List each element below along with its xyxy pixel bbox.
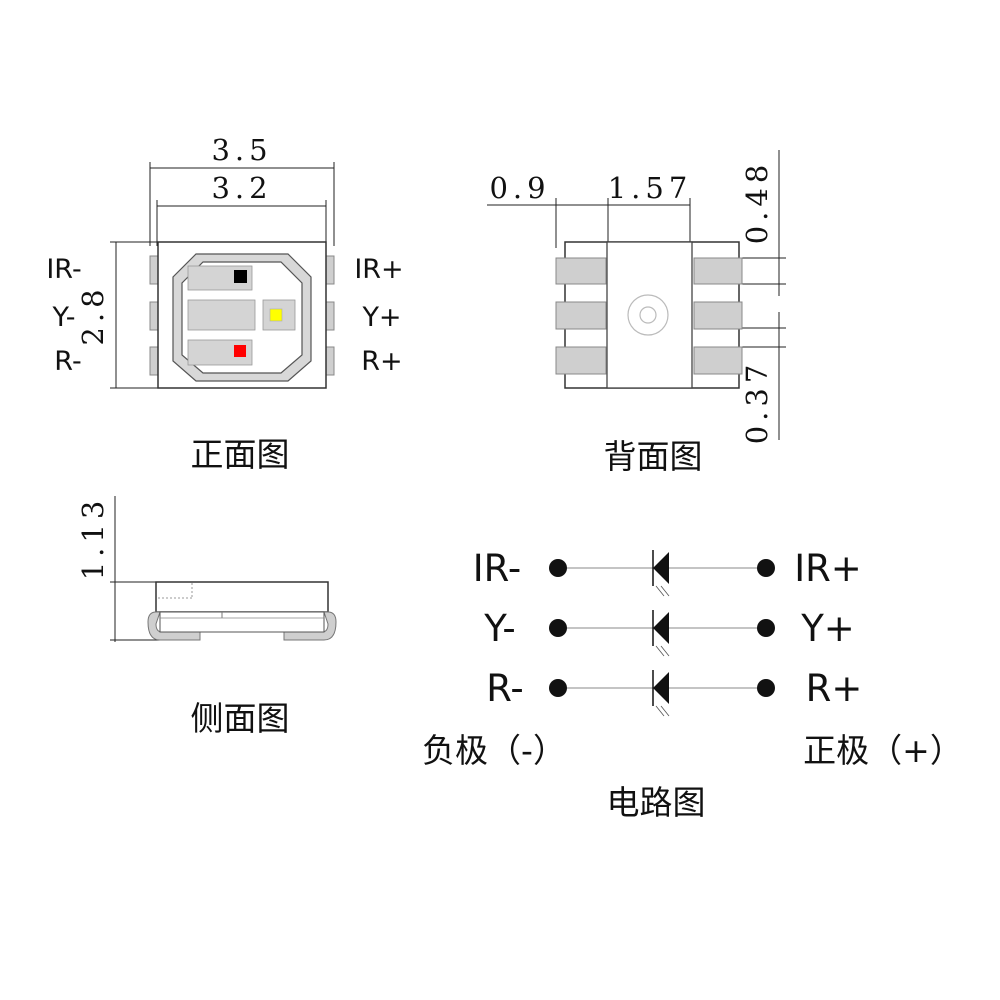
back-center-width-label: 1.57 [608, 171, 693, 205]
front-height-label: 2.8 [76, 284, 110, 345]
front-inner-width-dimension: 3.2 [156, 171, 327, 246]
circuit-terminal-y-pos [757, 619, 775, 637]
back-pad-left-2 [555, 301, 607, 330]
side-thickness-label: 1.13 [76, 496, 110, 581]
side-body-top [155, 581, 329, 613]
circuit-left-label-1: IR- [473, 547, 521, 590]
circuit-terminal-y-neg [549, 619, 567, 637]
side-view: 1.13 侧面图 [76, 496, 337, 738]
back-view: 0.9 1.57 0.48 0.37 背面图 [487, 150, 786, 476]
die-red [234, 345, 246, 357]
circuit-caption: 电路图 [607, 783, 706, 822]
circuit-row-ir [549, 550, 775, 597]
front-leadframe-2 [187, 299, 256, 331]
circuit-diagram: IR- Y- R- IR+ Y+ R+ 负极（-） 正极（+） 电路图 [422, 547, 963, 822]
front-height-dimension: 2.8 [76, 241, 158, 389]
circuit-terminal-ir-pos [757, 559, 775, 577]
circuit-left-label-3: R- [486, 667, 524, 710]
die-ir [234, 270, 247, 283]
front-right-label-1: IR+ [354, 254, 403, 285]
die-yellow [269, 308, 283, 322]
back-width-dimensions: 0.9 1.57 [487, 171, 693, 248]
front-right-label-3: R+ [361, 346, 402, 377]
circuit-terminal-ir-neg [549, 559, 567, 577]
circuit-terminal-r-neg [549, 679, 567, 697]
circuit-diode-ir [653, 552, 669, 584]
circuit-terminal-r-pos [757, 679, 775, 697]
front-inner-width-label: 3.2 [211, 171, 272, 205]
circuit-row-y [549, 610, 775, 657]
front-right-label-2: Y+ [361, 302, 401, 333]
circuit-diode-r [653, 672, 669, 704]
front-view: 3.5 3.2 2.8 [46, 133, 403, 474]
circuit-left-label-2: Y- [483, 607, 516, 650]
back-pad-height-dimension: 0.48 [740, 150, 786, 296]
front-outer-width-dimension: 3.5 [149, 133, 335, 246]
circuit-right-label-3: R+ [806, 667, 863, 710]
back-polarity-outer-circle [627, 294, 669, 336]
circuit-diode-y [653, 612, 669, 644]
back-pad-right-3 [693, 346, 743, 375]
front-caption: 正面图 [191, 435, 290, 474]
side-body-base [159, 611, 325, 633]
side-caption: 侧面图 [191, 699, 290, 738]
front-left-label-2: Y- [51, 302, 75, 333]
back-pad-left-3 [555, 346, 607, 375]
circuit-right-label-2: Y+ [800, 607, 855, 650]
side-thickness-dimension: 1.13 [76, 496, 160, 642]
back-pad-height-label: 0.48 [740, 160, 774, 245]
back-pad-width-label: 0.9 [489, 171, 550, 205]
front-outer-width-label: 3.5 [211, 133, 272, 167]
circuit-positive-label: 正极（+） [803, 731, 963, 770]
back-polarity-inner-circle [639, 306, 657, 324]
side-lead-right [283, 611, 337, 641]
circuit-row-r [549, 670, 775, 717]
back-center-pad [606, 241, 693, 389]
front-left-label-3: R- [54, 346, 81, 377]
back-pitch-dimension: 0.37 [740, 312, 786, 444]
front-left-label-1: IR- [46, 254, 81, 285]
back-pad-right-2 [693, 301, 743, 330]
back-pad-right-1 [693, 257, 743, 285]
back-pad-left-1 [555, 257, 607, 285]
side-lead-left [147, 611, 201, 641]
circuit-negative-label: 负极（-） [422, 731, 566, 770]
back-pitch-label: 0.37 [740, 360, 774, 445]
back-caption: 背面图 [604, 437, 703, 476]
circuit-right-label-1: IR+ [794, 547, 862, 590]
